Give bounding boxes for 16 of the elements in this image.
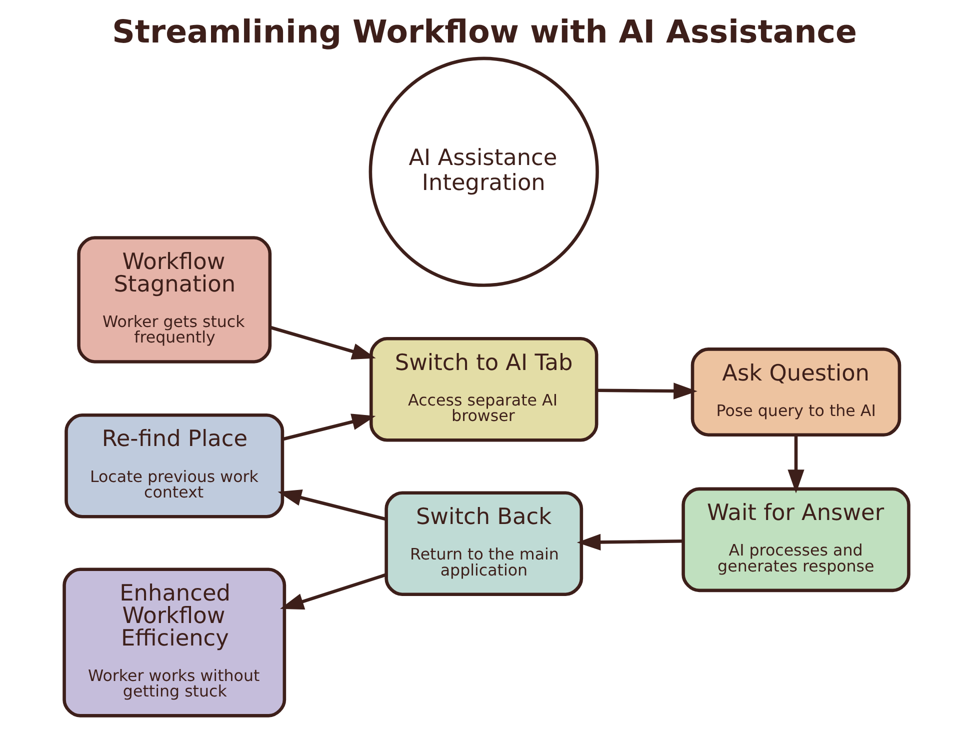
node-box: Wait for Answer AI processes and generates response [681,487,910,592]
node-box: Ask Question Pose query to the AI [690,348,901,437]
arrow [787,434,804,494]
node-circle: AI Assistance Integration [368,56,598,287]
arrow [277,490,386,521]
diagram-title: Streamlining Workflow with AI Assistance [112,14,856,51]
arrow [596,382,697,400]
node-box: Switch to AI Tab Access separate AI browser [369,337,598,442]
arrow [282,414,376,441]
arrow [269,326,376,360]
node-box: Switch Back Return to the main application [384,491,583,596]
arrow [279,573,386,610]
node-box: Enhanced Workflow Efficiency Worker works without getting stuck [62,568,286,718]
node-box: Re-find Place Locate previous work context [64,413,284,518]
node-box: Workflow Stagnation Worker gets stuck frequently [76,236,272,364]
arrow [576,534,683,550]
